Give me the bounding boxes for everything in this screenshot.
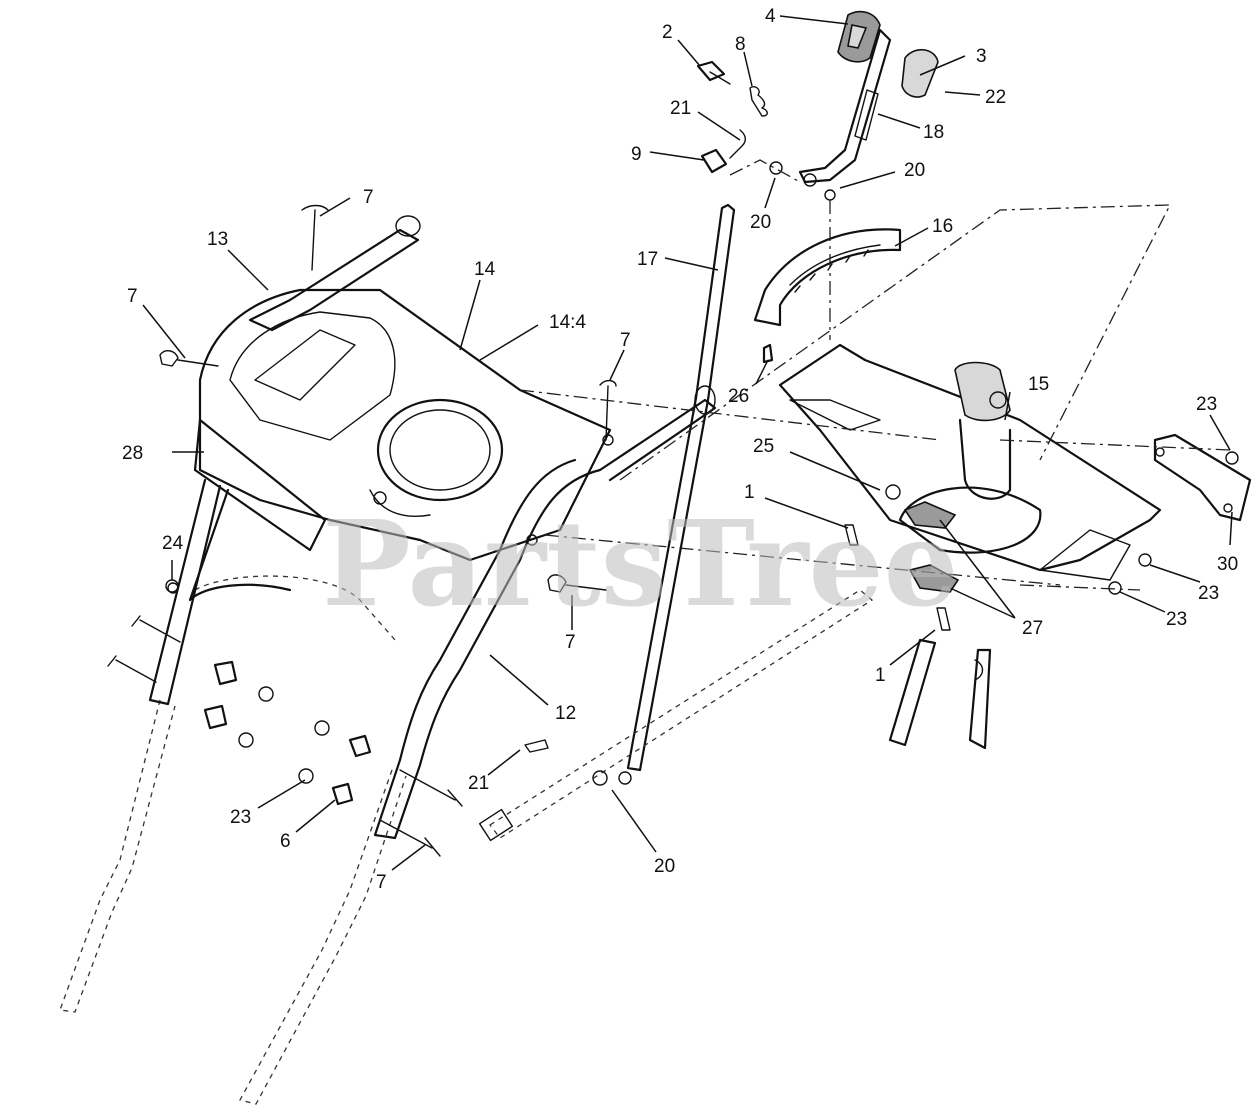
callout-8: 8 (735, 34, 746, 55)
callout-14-4: 14:4 (549, 312, 586, 333)
callout-labels: 4 2 8 3 22 21 9 18 20 20 16 17 7 13 14 1… (122, 6, 1238, 893)
callout-7-bottom: 7 (376, 872, 387, 893)
callout-20-top: 20 (904, 160, 925, 181)
side-bracket (1153, 433, 1252, 522)
callout-7-left: 7 (127, 286, 138, 307)
callout-16: 16 (932, 216, 953, 237)
callout-26: 26 (728, 386, 749, 407)
callout-3: 3 (976, 46, 987, 67)
callout-22: 22 (985, 87, 1006, 108)
callout-7-top: 7 (363, 187, 374, 208)
callout-28: 28 (122, 443, 143, 464)
control-console (193, 215, 614, 562)
link-rod (478, 589, 874, 842)
callout-1-low: 1 (875, 665, 886, 686)
callout-4: 4 (765, 6, 776, 27)
callout-14: 14 (474, 259, 496, 280)
gearbox-bracket (778, 343, 1162, 581)
shift-lever (798, 10, 939, 201)
callout-21-top: 21 (670, 98, 691, 119)
callout-24: 24 (162, 533, 184, 554)
callout-25: 25 (753, 436, 774, 457)
callout-17: 17 (637, 249, 658, 270)
callout-13: 13 (207, 229, 228, 250)
pivot-hardware (696, 60, 801, 183)
callout-23-right-low: 23 (1166, 609, 1187, 630)
callout-7-mid: 7 (565, 632, 576, 653)
callout-21-low: 21 (468, 773, 489, 794)
callout-6: 6 (280, 831, 291, 852)
fastener-set (107, 204, 1239, 857)
shift-gate-plate (753, 228, 902, 364)
shift-rod (618, 203, 736, 785)
reference-lines (519, 200, 1231, 591)
callout-23-left: 23 (230, 807, 251, 828)
callout-30: 30 (1217, 554, 1238, 575)
callout-20-bottom: 20 (654, 856, 675, 877)
callout-18: 18 (923, 122, 944, 143)
callout-9: 9 (631, 144, 642, 165)
callout-27: 27 (1022, 618, 1043, 639)
leader-lines (142, 15, 1233, 871)
callout-23-right-top: 23 (1196, 394, 1217, 415)
callout-20-mid: 20 (750, 212, 771, 233)
callout-15: 15 (1028, 374, 1049, 395)
callout-1-top: 1 (744, 482, 755, 503)
watermark: PartsTree (322, 494, 959, 633)
cable-clamps (888, 501, 992, 750)
callout-2: 2 (662, 22, 673, 43)
callout-12: 12 (555, 703, 576, 724)
callout-23-right-mid: 23 (1198, 583, 1219, 604)
callout-7-console: 7 (620, 330, 631, 351)
